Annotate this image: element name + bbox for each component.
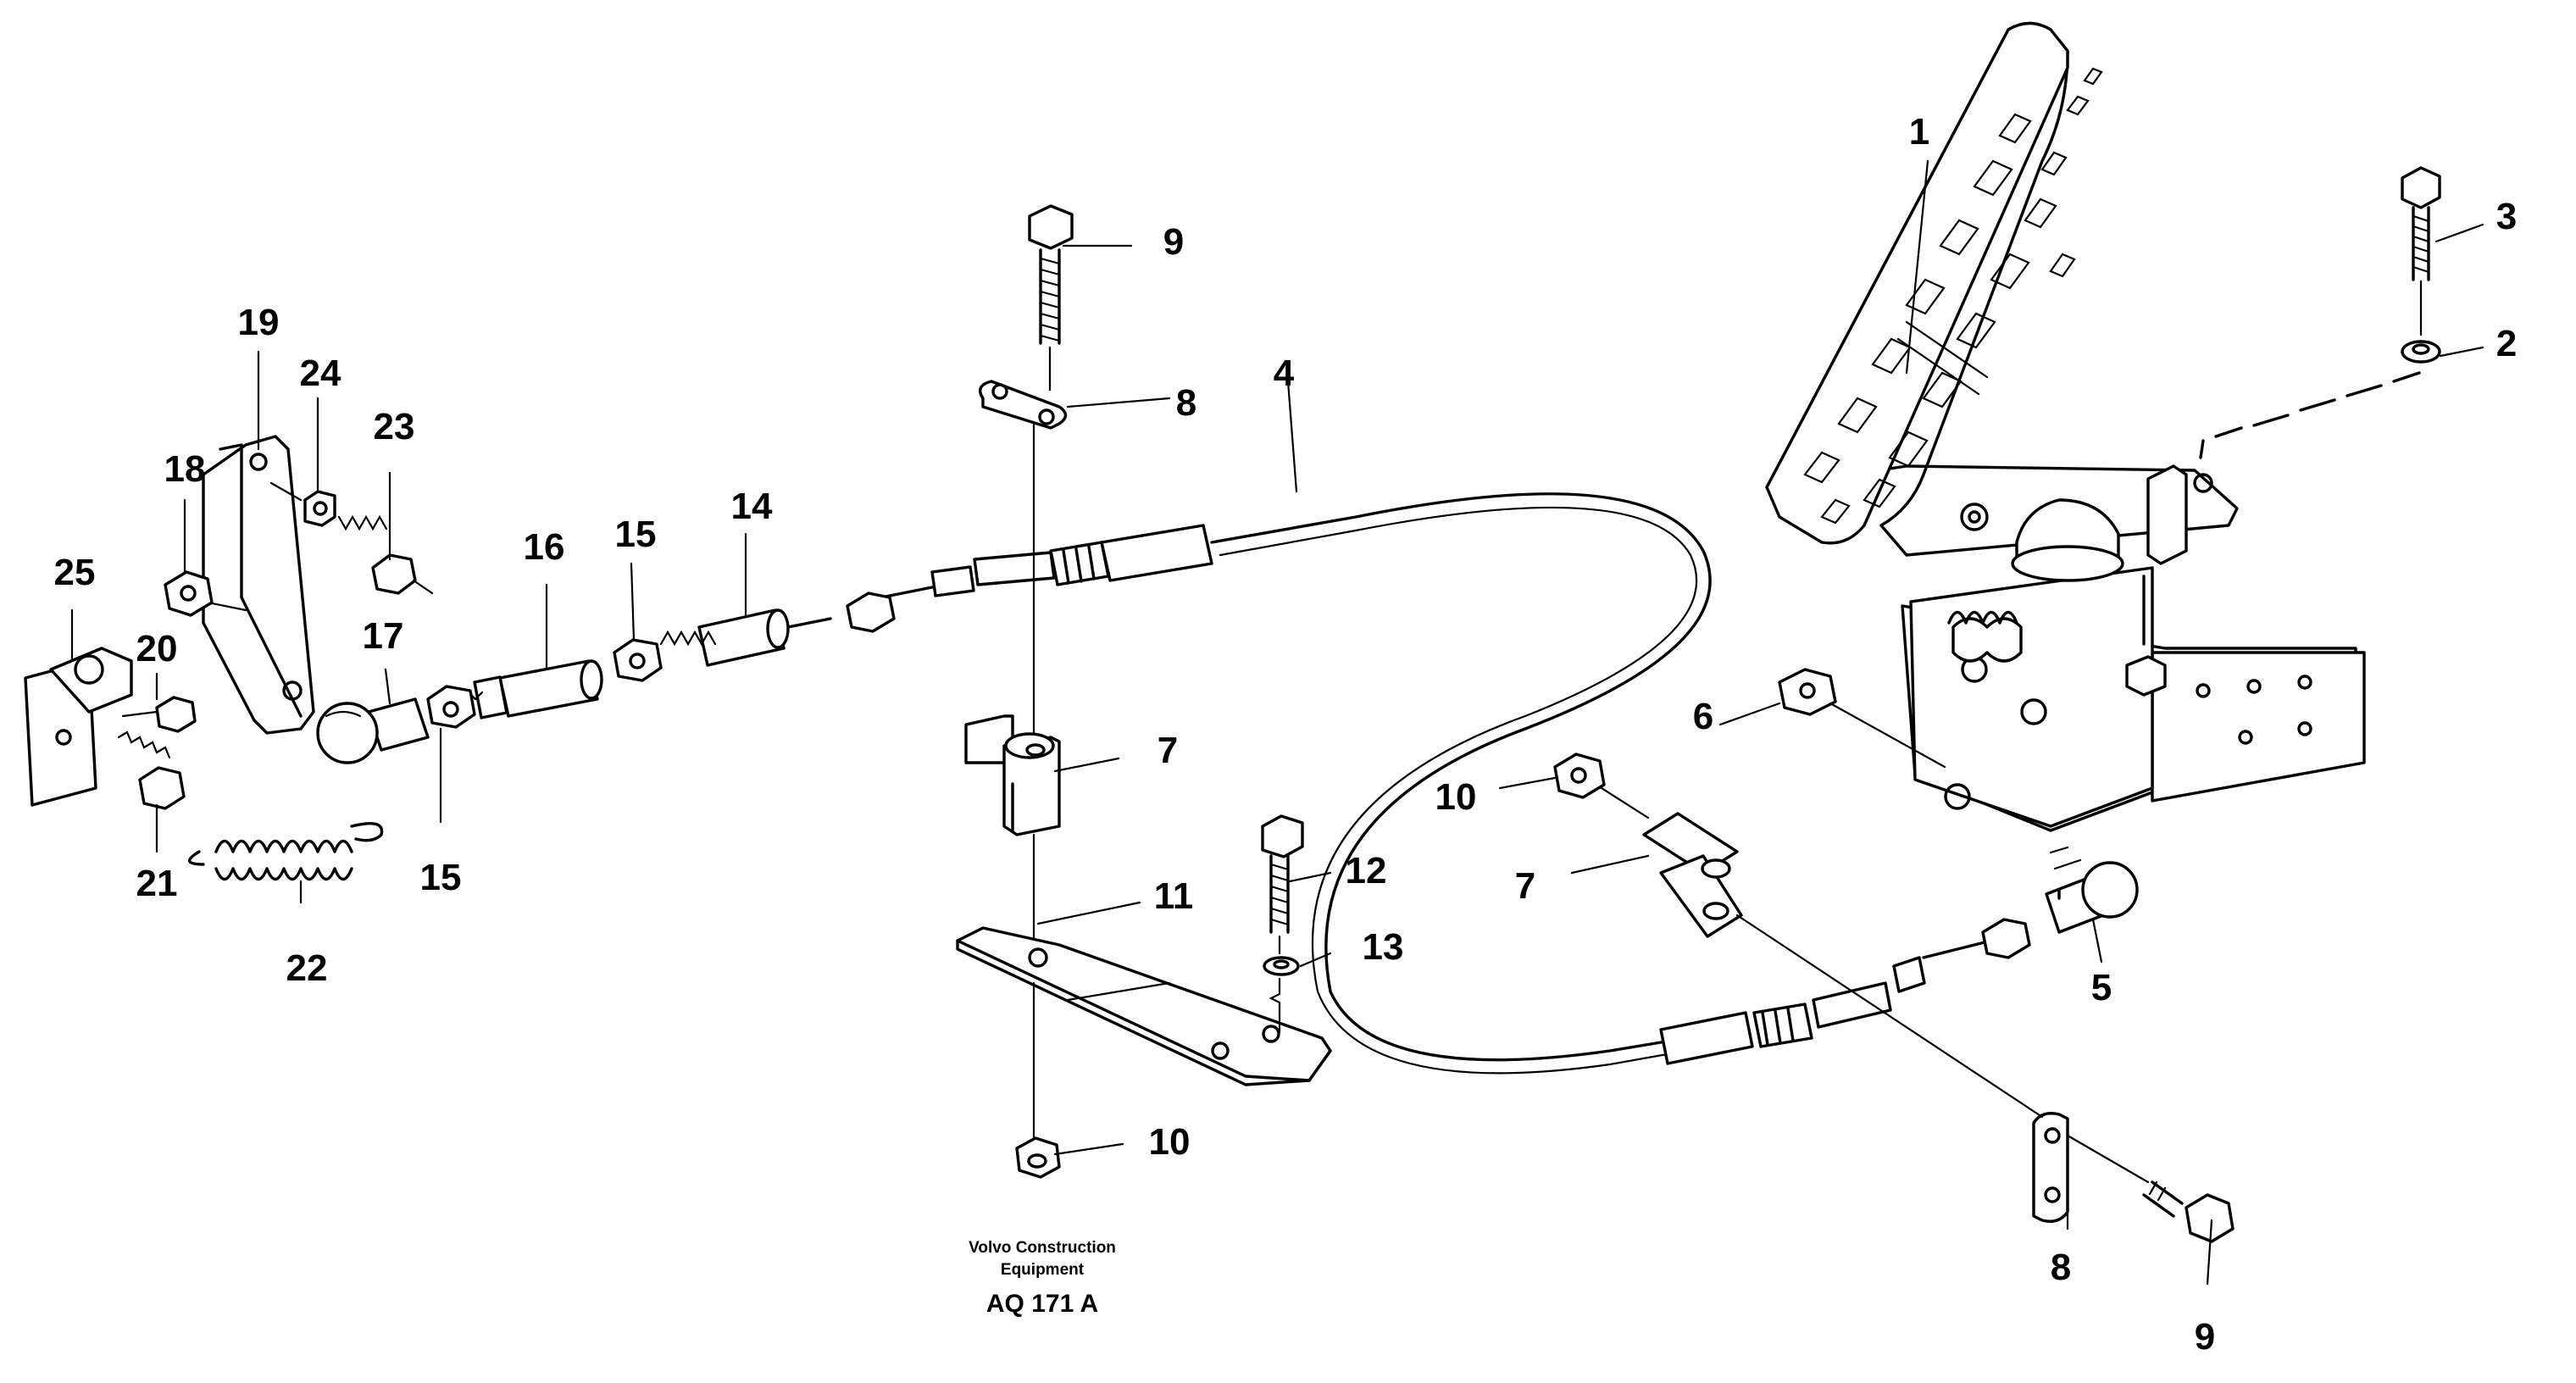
company-name-line-1: Volvo Construction [969, 1239, 1116, 1257]
spring-22 [188, 822, 384, 881]
label-23: 23 [374, 406, 415, 447]
strap-8-top [979, 380, 1068, 430]
leader-lines [70, 159, 2484, 1286]
label-20: 20 [136, 628, 178, 669]
bolt-12 [1261, 814, 1304, 955]
washer-24 [269, 481, 336, 527]
bolt-9-bottom [1735, 914, 2235, 1243]
label-25: 25 [54, 552, 96, 593]
label-21: 21 [136, 863, 178, 904]
bolt-3 [2401, 166, 2441, 336]
sleeve-16 [460, 659, 603, 719]
label-13: 13 [1363, 926, 1404, 968]
label-7-centre: 7 [1158, 730, 1178, 771]
label-5: 5 [2091, 967, 2112, 1008]
label-15-lower: 15 [420, 857, 462, 898]
label-19: 19 [238, 302, 280, 343]
ball-joint-17 [316, 697, 430, 764]
label-10-right: 10 [1435, 776, 1477, 818]
company-name-line-2: Equipment [1000, 1261, 1085, 1279]
washer-2 [2199, 340, 2441, 459]
cable-holder-7-centre [964, 714, 1061, 836]
nut-15-lower [426, 685, 476, 729]
label-7-right: 7 [1515, 865, 1535, 907]
drawing-caption: Volvo Construction Equipment AQ 171 A [915, 1237, 1169, 1319]
label-8-bottom: 8 [2051, 1247, 2071, 1288]
nut-18 [164, 570, 247, 617]
label-15-upper: 15 [615, 514, 657, 555]
label-9-bottom: 9 [2195, 1316, 2215, 1358]
callout-labels: 1 2 3 4 5 6 7 7 8 8 9 9 10 10 11 12 13 1… [54, 111, 2518, 1358]
strap-8-bottom [2032, 1112, 2069, 1223]
lever-19 [202, 435, 315, 735]
label-17: 17 [363, 615, 404, 657]
bolt-21 [117, 730, 186, 810]
label-1: 1 [1909, 111, 1929, 153]
ball-joint-5 [2045, 846, 2139, 934]
mounting-plate-11 [956, 926, 1332, 1086]
label-11: 11 [1154, 875, 1194, 917]
cable-holder-7-right [1642, 812, 1743, 938]
label-10-bottom: 10 [1149, 1121, 1191, 1163]
nut-15-upper [613, 638, 663, 682]
label-24: 24 [300, 353, 341, 394]
label-6: 6 [1693, 696, 1713, 737]
throttle-cable [846, 492, 2031, 1075]
adjuster-14 [659, 608, 832, 667]
label-9-top: 9 [1163, 221, 1184, 263]
nut-6 [1778, 668, 1946, 769]
label-4: 4 [1274, 353, 1295, 394]
label-14: 14 [731, 486, 773, 527]
label-22: 22 [286, 947, 328, 989]
label-16: 16 [524, 526, 565, 568]
screw-23 [337, 514, 434, 595]
bolt-9-top [1028, 204, 1074, 1141]
bracket-25 [24, 647, 133, 807]
nut-10-bottom [1015, 1136, 1061, 1179]
label-12: 12 [1346, 850, 1387, 891]
label-2: 2 [2496, 323, 2517, 364]
drawing-code: AQ 171 A [985, 1290, 1099, 1318]
label-3: 3 [2496, 196, 2517, 237]
nut-10-right [1553, 753, 1650, 819]
label-8-top: 8 [1176, 382, 1196, 424]
washer-13 [1263, 956, 1300, 1034]
label-18: 18 [164, 448, 206, 490]
nut-20 [121, 696, 197, 733]
accelerator-pedal [1765, 21, 2366, 832]
